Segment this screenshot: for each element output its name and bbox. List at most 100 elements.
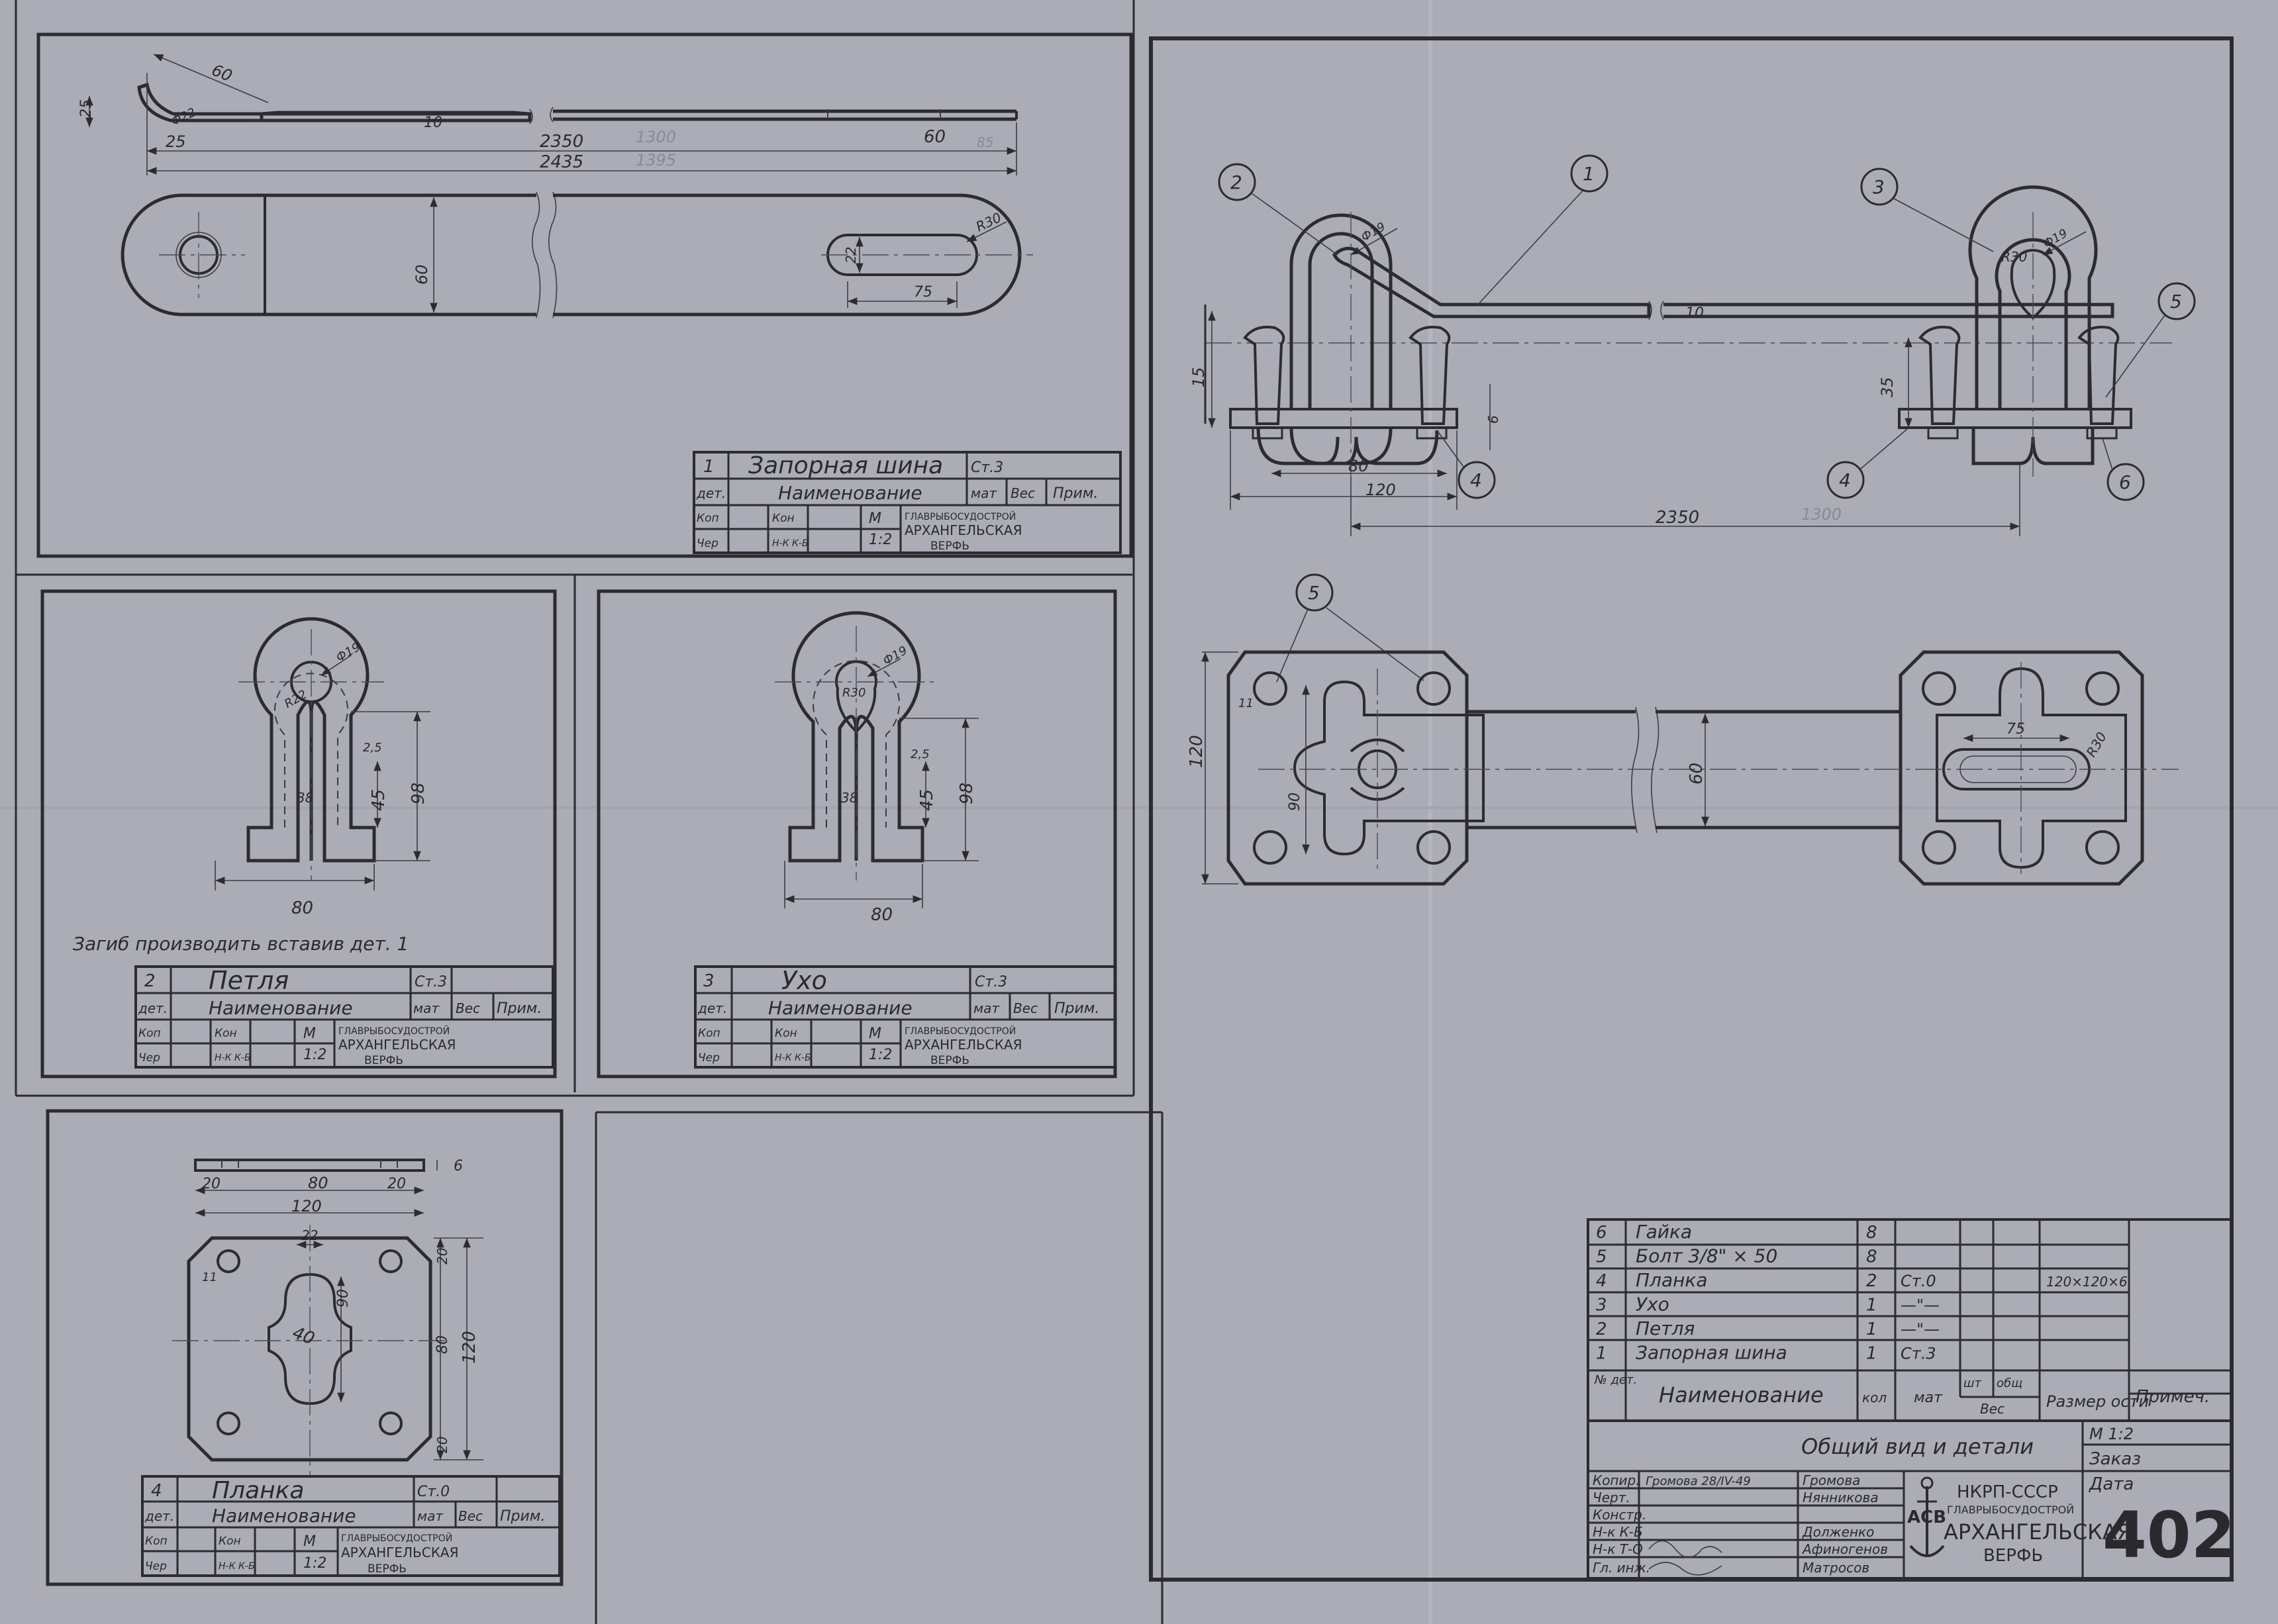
box4-lbl-mat: мат <box>417 1508 444 1524</box>
title-box-2: 2 Петля Ст.3 дет. Наименование мат Вес П… <box>134 965 554 1069</box>
org-line4: ВЕРФЬ <box>1983 1546 2043 1566</box>
title-box-3: 3 Ухо Ст.3 дет. Наименование мат Вес При… <box>694 965 1116 1069</box>
role-1: Черт. <box>1593 1490 1630 1505</box>
plan-60: 60 <box>1687 763 1707 785</box>
dim-width-60: 60 <box>413 264 431 285</box>
gen-r30: R30 <box>2001 249 2027 265</box>
planka-s90: 90 <box>335 1289 352 1308</box>
parts-row-name: Болт 3/8" × 50 <box>1636 1245 1777 1267</box>
box2-no: 2 <box>144 971 156 991</box>
box1-lbl-ves: Вес <box>1011 485 1035 501</box>
hdr-ves: Вес <box>1980 1401 2005 1417</box>
box3-lbl-kop: Коп <box>698 1027 720 1040</box>
box1-org-a: ГЛАВРЫБОСУДОСТРОЙ <box>905 510 1016 522</box>
box4-lbl-ves: Вес <box>458 1508 483 1524</box>
box4-lbl-kon: Кон <box>219 1535 241 1548</box>
person-5: Матросов <box>1803 1560 1869 1576</box>
ukho-80: 80 <box>871 905 893 925</box>
box1-org-b: АРХАНГЕЛЬСКАЯ <box>905 522 1022 538</box>
box3-scale-lbl: М <box>869 1026 881 1042</box>
planka-v120: 120 <box>460 1331 479 1364</box>
role-3: Н-к К-Б <box>1593 1524 1643 1540</box>
parts-row-qty: 8 <box>1866 1223 1877 1243</box>
callout-6: 6 <box>2119 471 2131 493</box>
hdr-mat: мат <box>1914 1390 1943 1406</box>
box2-lbl-prim: Прим. <box>497 1000 542 1017</box>
box3-mat: Ст.3 <box>975 974 1007 990</box>
petlya-note: Загиб производить вставив дет. 1 <box>73 933 409 955</box>
box3-lbl-mat: мат <box>973 1000 1000 1016</box>
petlya-80: 80 <box>291 898 313 918</box>
title-box-1: 1 Запорная шина Ст.3 дет. Наименование м… <box>693 451 1122 554</box>
box4-name: Планка <box>212 1477 304 1504</box>
petlya-45: 45 <box>369 789 389 811</box>
box2-org-b: АРХАНГЕЛЬСКАЯ <box>338 1037 456 1053</box>
box4-lbl-prim: Прим. <box>500 1508 545 1525</box>
parts-row-no: 4 <box>1596 1271 1607 1291</box>
parts-row-name: Гайка <box>1636 1221 1692 1243</box>
person-4: Афиногенов <box>1801 1541 1888 1557</box>
callout-2: 2 <box>1230 171 1242 193</box>
parts-row-name: Ухо <box>1636 1294 1669 1315</box>
planka-a80: 80 <box>308 1174 328 1192</box>
callout-4b: 4 <box>1839 469 1851 491</box>
callouts: 2 1 3 5 4 4 6 5 <box>1218 154 2196 683</box>
person-0: Громова <box>1803 1472 1860 1488</box>
callout-3: 3 <box>1873 176 1885 198</box>
hdr-razmer: Размер ости <box>2046 1392 2149 1411</box>
dim-25-h: 25 <box>78 99 95 118</box>
role-5: Гл. инж. <box>1593 1560 1650 1576</box>
box2-org-a: ГЛАВРЫБОСУДОСТРОЙ <box>338 1025 450 1037</box>
box3-org-b: АРХАНГЕЛЬСКАЯ <box>905 1037 1022 1053</box>
parts-row-size: 120×120×6 <box>2046 1274 2128 1290</box>
pencil-85: 85 <box>977 134 993 150</box>
callout-5: 5 <box>2170 291 2182 312</box>
box4-org-c: ВЕРФЬ <box>368 1562 407 1576</box>
gen-d6: 6 <box>1485 415 1501 424</box>
box3-lbl-kon: Кон <box>775 1027 797 1040</box>
hdr-name: Наименование <box>1659 1382 1824 1408</box>
main-title: Общий вид и детали <box>1801 1434 2034 1459</box>
box3-lbl-cher: Чер <box>698 1051 720 1065</box>
box1-mat: Ст.3 <box>971 459 1003 476</box>
plan-75: 75 <box>2006 721 2025 738</box>
box2-lbl-ves: Вес <box>456 1000 480 1016</box>
box4-org-b: АРХАНГЕЛЬСКАЯ <box>341 1545 459 1560</box>
org-line1: НКРП-СССР <box>1957 1482 2058 1502</box>
box1-lbl-mat: мат <box>971 485 997 501</box>
parts-row-qty: 8 <box>1866 1247 1877 1267</box>
planka-d11: 11 <box>202 1270 217 1284</box>
parts-row-no: 1 <box>1596 1344 1607 1364</box>
parts-row-qty: 1 <box>1866 1344 1877 1364</box>
logo-letters: АСВ <box>1907 1507 1946 1527</box>
detail-4-planka: 6 20 80 20 120 22 40 90 11 20 80 20 120 <box>172 1158 483 1476</box>
planka-w120: 120 <box>291 1197 322 1216</box>
box2-lbl-kon: Кон <box>215 1027 237 1040</box>
callout-4a: 4 <box>1470 469 1482 491</box>
petlya-38: 38 <box>297 790 313 806</box>
ukho-98: 98 <box>957 783 977 804</box>
box4-lbl-name: Наименование <box>212 1505 356 1527</box>
box1-lbl-nk: Н-К К-Б <box>772 538 809 549</box>
box4-lbl-cher: Чер <box>145 1560 167 1573</box>
box3-no: 3 <box>703 971 715 991</box>
org-line2: ГЛАВРЫБОСУДОСТРОЙ <box>1947 1504 2074 1516</box>
box2-mat: Ст.3 <box>415 974 447 990</box>
gen-d80: 80 <box>1348 457 1369 475</box>
box2-scale: 1:2 <box>303 1047 326 1063</box>
general-elevation: 15 35 6 10 Ф19 R30 Ф19 80 120 2350 1300 <box>1189 185 2172 536</box>
box3-lbl-det: дет. <box>697 1000 727 1016</box>
box4-scale: 1:2 <box>303 1555 326 1572</box>
parts-row-mat: —"— <box>1901 1296 1940 1315</box>
role-4: Н-к Т-О <box>1593 1541 1643 1557</box>
box2-lbl-nk: Н-К К-Б <box>215 1053 251 1063</box>
box4-no: 4 <box>151 1481 162 1501</box>
dim-slot-75: 75 <box>914 284 932 301</box>
parts-row-no: 2 <box>1596 1319 1607 1339</box>
parts-row-name: Планка <box>1636 1269 1708 1291</box>
detail-3-ukho: R30 Ф19 2,5 38 45 98 80 <box>775 611 979 925</box>
dim-60-right: 60 <box>924 127 946 147</box>
petlya-98: 98 <box>409 783 428 804</box>
box2-scale-lbl: М <box>303 1026 316 1042</box>
